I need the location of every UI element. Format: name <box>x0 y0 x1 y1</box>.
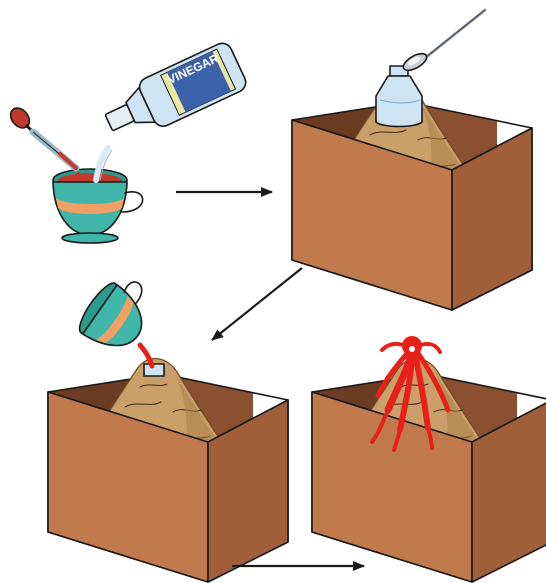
step-2-volcano-with-bottle <box>292 10 532 310</box>
spoon-icon <box>401 10 485 74</box>
bottle-in-mound-icon <box>376 66 422 127</box>
step-1-mixing: VINEGAR <box>7 40 249 243</box>
step-3-pouring <box>48 267 288 582</box>
step-4-eruption <box>312 336 546 582</box>
vinegar-bottle-icon: VINEGAR <box>98 40 249 147</box>
arrow-step2-to-step3 <box>212 268 302 340</box>
pouring-cup-icon <box>74 267 163 360</box>
dropper-icon <box>7 104 80 176</box>
